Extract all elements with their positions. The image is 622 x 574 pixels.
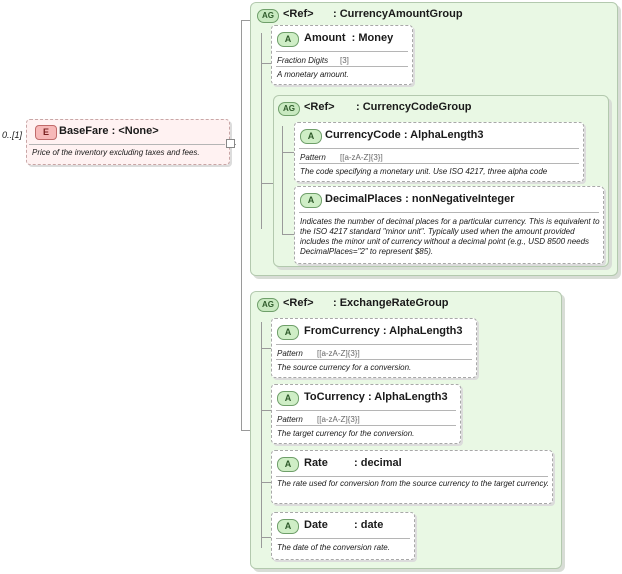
- attribute-currency-code[interactable]: A CurrencyCode : AlphaLength3 Pattern [[…: [294, 122, 584, 182]
- attribute-type: : date: [354, 519, 384, 531]
- facet-value: [[a-zA-Z]{3}]: [340, 153, 383, 162]
- attribute-group-currency-amount[interactable]: AG <Ref> : CurrencyAmountGroup A Amount …: [250, 2, 618, 276]
- group-ref-label: <Ref>: [283, 297, 314, 309]
- attribute-name: Date: [304, 519, 328, 531]
- element-badge: E: [35, 125, 57, 140]
- divider: [276, 359, 472, 360]
- attribute-from-currency[interactable]: A FromCurrency : AlphaLength3 Pattern [[…: [271, 318, 477, 378]
- facet-value: [[a-zA-Z]{3}]: [317, 349, 360, 358]
- branch-currency-code: [282, 152, 296, 153]
- attribute-badge: A: [277, 519, 299, 534]
- attribute-description: The date of the conversion rate.: [277, 543, 390, 552]
- element-basefare[interactable]: E BaseFare : <None> Price of the invento…: [26, 119, 235, 165]
- divider: [276, 425, 456, 426]
- attribute-badge: A: [277, 325, 299, 340]
- group-name: : CurrencyCodeGroup: [356, 101, 472, 113]
- attribute-group-badge: AG: [257, 298, 279, 312]
- group-name: : CurrencyAmountGroup: [333, 8, 463, 20]
- attribute-description: The source currency for a conversion.: [277, 363, 412, 372]
- attribute-description: A monetary amount.: [277, 70, 349, 79]
- facet-label: Pattern: [300, 153, 326, 162]
- attribute-badge: A: [277, 391, 299, 406]
- group-trunk: [261, 33, 262, 229]
- attribute-badge: A: [300, 129, 322, 144]
- attribute-amount[interactable]: A Amount : Money Fraction Digits [3] A m…: [271, 25, 413, 85]
- connector-root-trunk: [241, 20, 242, 430]
- attribute-to-currency[interactable]: A ToCurrency : AlphaLength3 Pattern [[a-…: [271, 384, 461, 444]
- facet-value: [3]: [340, 56, 349, 65]
- divider: [276, 51, 408, 52]
- group-trunk: [282, 126, 283, 234]
- attribute-type: : decimal: [354, 457, 402, 469]
- attribute-group-exchange-rate[interactable]: AG <Ref> : ExchangeRateGroup A FromCurre…: [250, 291, 562, 569]
- divider: [276, 476, 548, 477]
- branch-amount: [261, 63, 273, 64]
- attribute-group-currency-code[interactable]: AG <Ref> : CurrencyCodeGroup A CurrencyC…: [273, 95, 609, 267]
- divider: [276, 344, 472, 345]
- branch-to-currency: [261, 410, 273, 411]
- attribute-name: FromCurrency : AlphaLength3: [304, 325, 463, 337]
- divider: [299, 212, 599, 213]
- attribute-description: The target currency for the conversion.: [277, 429, 415, 438]
- attribute-name: DecimalPlaces : nonNegativeInteger: [325, 193, 515, 205]
- attribute-decimal-places[interactable]: A DecimalPlaces : nonNegativeInteger Ind…: [294, 186, 604, 264]
- attribute-name: Rate: [304, 457, 328, 469]
- cardinality-label: 0..[1]: [2, 130, 23, 140]
- attribute-group-badge: AG: [278, 102, 300, 116]
- attribute-date[interactable]: A Date : date The date of the conversion…: [271, 512, 415, 560]
- attribute-rate[interactable]: A Rate : decimal The rate used for conve…: [271, 450, 553, 504]
- attribute-description: The rate used for conversion from the so…: [277, 479, 549, 488]
- facet-label: Fraction Digits: [277, 56, 329, 65]
- connector-to-erg: [241, 430, 253, 431]
- facet-label: Pattern: [277, 415, 303, 424]
- attribute-badge: A: [277, 32, 299, 47]
- divider: [276, 538, 410, 539]
- branch-date: [261, 537, 273, 538]
- attribute-name: Amount : Money: [304, 32, 394, 44]
- divider: [299, 163, 579, 164]
- divider: [276, 410, 456, 411]
- attribute-name: ToCurrency : AlphaLength3: [304, 391, 448, 403]
- attribute-badge: A: [300, 193, 322, 208]
- expand-toggle[interactable]: [226, 139, 235, 148]
- element-description: Price of the inventory excluding taxes a…: [32, 148, 200, 157]
- divider: [276, 66, 408, 67]
- branch-decimal-places: [282, 234, 296, 235]
- attribute-description: Indicates the number of decimal places f…: [300, 217, 600, 256]
- divider: [29, 144, 225, 145]
- element-name: BaseFare : <None>: [59, 125, 159, 137]
- attribute-group-badge: AG: [257, 9, 279, 23]
- attribute-name: CurrencyCode : AlphaLength3: [325, 129, 484, 141]
- branch-rate: [261, 482, 273, 483]
- attribute-description: The code specifying a monetary unit. Use…: [300, 167, 548, 176]
- facet-label: Pattern: [277, 349, 303, 358]
- branch-from-currency: [261, 348, 273, 349]
- divider: [299, 148, 579, 149]
- group-trunk: [261, 322, 262, 548]
- group-name: : ExchangeRateGroup: [333, 297, 449, 309]
- group-ref-label: <Ref>: [283, 8, 314, 20]
- facet-value: [[a-zA-Z]{3}]: [317, 415, 360, 424]
- attribute-badge: A: [277, 457, 299, 472]
- branch-ccg: [261, 183, 273, 184]
- group-ref-label: <Ref>: [304, 101, 335, 113]
- connector-to-cag: [241, 20, 253, 21]
